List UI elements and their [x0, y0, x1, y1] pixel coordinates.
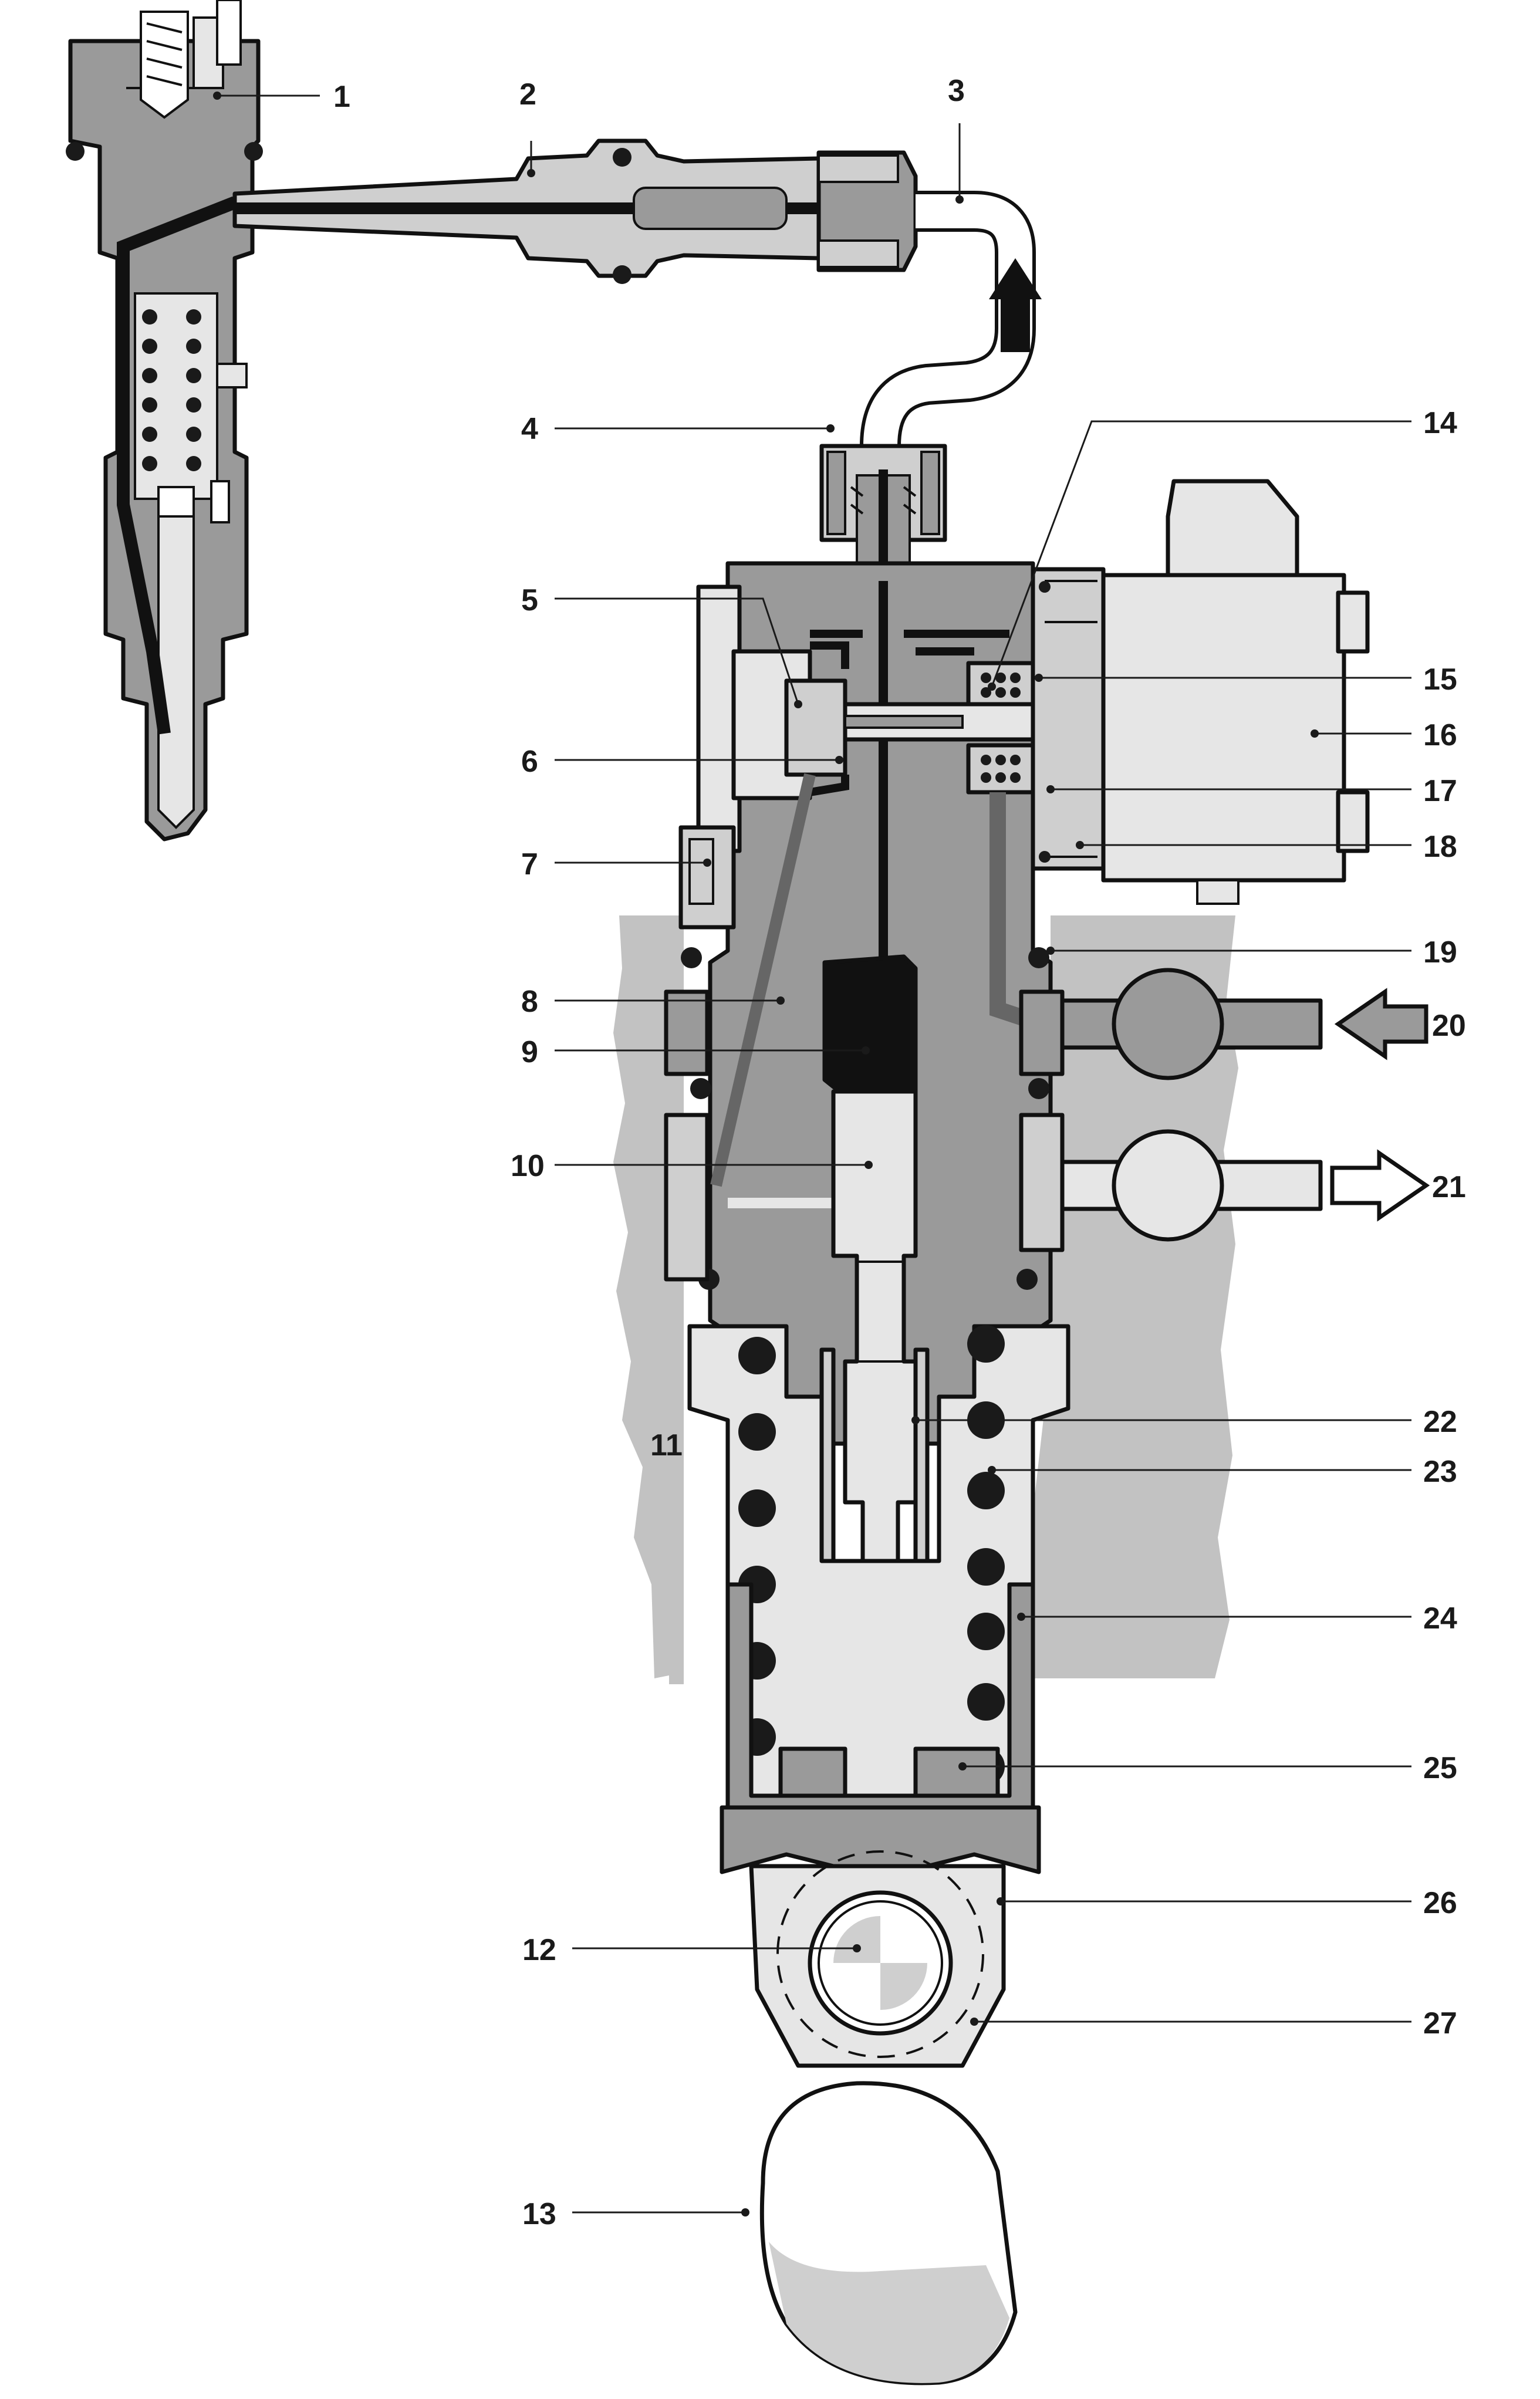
- inlet-arrow: [1334, 988, 1428, 1060]
- label-2: 2: [519, 77, 536, 111]
- nozzle-fuel-passage: [117, 196, 238, 735]
- label-8: 8: [521, 985, 538, 1019]
- label-7: 7: [521, 847, 538, 881]
- return-arrow: [1330, 1149, 1430, 1222]
- label-4: 4: [521, 412, 538, 446]
- label-14: 14: [1423, 406, 1457, 440]
- engine-block: [613, 915, 684, 1684]
- label-5: 5: [521, 583, 538, 617]
- label-1: 1: [333, 80, 350, 114]
- fuel-return: [1060, 1129, 1430, 1242]
- label-12: 12: [522, 1933, 556, 1967]
- leader-lines: [213, 92, 1411, 2216]
- label-20: 20: [1432, 1009, 1466, 1043]
- label-17: 17: [1423, 774, 1457, 808]
- label-13: 13: [522, 2197, 556, 2231]
- fuel-inlet: [1060, 968, 1428, 1080]
- label-26: 26: [1423, 1886, 1457, 1920]
- flow-arrow-up: [989, 258, 1042, 352]
- label-25: 25: [1423, 1751, 1457, 1785]
- label-15: 15: [1423, 663, 1457, 697]
- nozzle-holder: [66, 0, 263, 842]
- label-16: 16: [1423, 718, 1457, 752]
- label-19: 19: [1423, 935, 1457, 969]
- label-23: 23: [1423, 1455, 1457, 1489]
- label-6: 6: [521, 745, 538, 779]
- label-21: 21: [1432, 1170, 1466, 1204]
- plunger-top: [822, 954, 918, 1094]
- label-11: 11: [650, 1428, 683, 1462]
- label-24: 24: [1423, 1601, 1457, 1636]
- label-9: 9: [521, 1035, 538, 1069]
- label-18: 18: [1423, 830, 1457, 864]
- label-3: 3: [948, 74, 965, 108]
- spring-housing: [687, 1324, 1070, 2068]
- nozzle-spring: [142, 309, 201, 471]
- label-27: 27: [1423, 2006, 1457, 2040]
- high-pressure-line: [232, 138, 918, 284]
- cam: [759, 2081, 1018, 2386]
- callout-labels: 1 2 3 4 5 6 7 8 9 10 11 12 13 14 15 16 1…: [333, 74, 1466, 2231]
- solenoid-valve: [1031, 479, 1370, 905]
- label-10: 10: [511, 1149, 545, 1183]
- label-22: 22: [1423, 1405, 1457, 1439]
- delivery-valve-nut: [819, 444, 947, 587]
- engine-block-right: [1030, 915, 1238, 1678]
